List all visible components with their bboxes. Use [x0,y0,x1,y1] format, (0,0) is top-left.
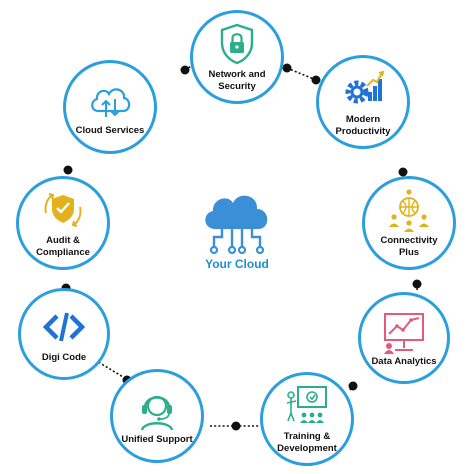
node-training-development[interactable]: Training & Development [260,372,354,466]
shield-lock-icon [220,23,254,65]
connector-dot [311,75,321,85]
code-brackets-icon [42,312,86,342]
connector-digi-support [94,359,129,381]
node-audit-compliance[interactable]: Audit & Compliance [16,176,110,270]
center-hub: Your Cloud [180,185,294,295]
node-label: Training & Development [277,431,337,454]
compliance-badge-icon [44,193,82,227]
node-label: Connectivity Plus [380,235,438,258]
node-label: Network and Security [208,69,266,92]
node-connectivity-plus[interactable]: Connectivity Plus [362,176,456,270]
node-label: Cloud Services [75,125,145,136]
node-cloud-services[interactable]: Cloud Services [63,60,157,154]
analytics-chart-icon [384,313,424,354]
connector-dot [231,421,241,431]
gear-bar-chart-icon [345,70,385,104]
connector-dot [63,165,73,175]
presentation-icon [286,386,327,423]
node-unified-support[interactable]: Unified Support [110,369,204,463]
cloud-network-icon [205,195,268,255]
node-label: Unified Support [121,434,193,445]
connector-dot [398,167,408,177]
connector-dot [412,279,422,289]
node-label: Modern Productivity [335,114,391,137]
connector-dot [282,63,292,73]
node-label: Digi Code [41,352,87,363]
node-label: Data Analytics [371,356,437,367]
connector-network-modern [286,67,317,81]
cloud-upload-download-icon [91,88,131,117]
center-label: Your Cloud [205,257,269,271]
node-digi-code[interactable]: Digi Code [18,288,110,380]
headset-support-icon [140,395,174,431]
people-network-icon [389,189,429,232]
connector-dot [180,65,190,75]
node-data-analytics[interactable]: Data Analytics [358,292,450,384]
node-modern-productivity[interactable]: Modern Productivity [316,55,410,149]
node-network-security[interactable]: Network and Security [190,10,284,104]
connector-dot [348,381,358,391]
node-label: Audit & Compliance [36,235,90,258]
